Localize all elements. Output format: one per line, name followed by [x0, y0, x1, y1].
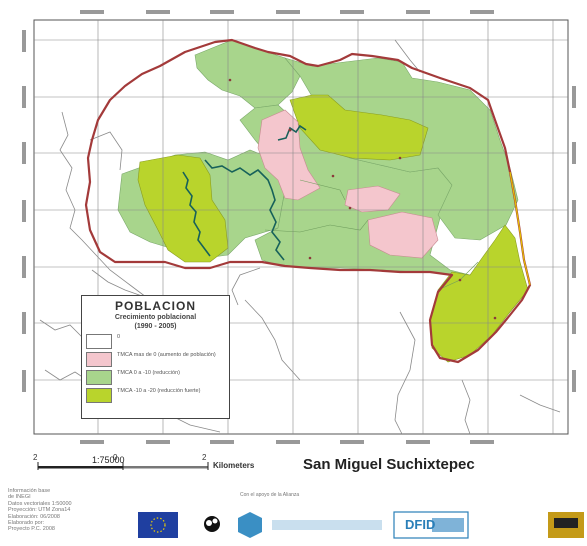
scale-number-left: 2	[33, 453, 38, 462]
bottom-tick-marks	[80, 440, 494, 444]
legend-swatch-reduction	[86, 370, 112, 385]
map-title: San Miguel Suchixtepec	[303, 456, 475, 473]
left-tick-marks	[22, 30, 26, 392]
legend-item: TMCA 0 a -10 (reducción)	[86, 370, 225, 385]
legend-label: TMCA -10 a -20 (reducción fuerte)	[117, 388, 201, 394]
legend-item: TMCA mas de 0 (aumento de población)	[86, 352, 225, 367]
scale-units: Kilometers	[213, 461, 255, 470]
zones	[117, 39, 529, 363]
legend-title: POBLACION	[115, 299, 196, 313]
zone-strong-east	[429, 224, 529, 363]
scale-bar	[37, 462, 209, 470]
institution-logo-icon	[548, 512, 584, 538]
municipal-boundary	[84, 38, 532, 364]
info-line: Proyección: UTM Zona14	[8, 507, 71, 514]
eu-flag-icon	[138, 512, 178, 538]
legend-item: 0	[86, 334, 225, 349]
partner-logo-icon	[238, 512, 382, 538]
scale-number-right: 2	[202, 453, 207, 462]
legend-swatch-strong-reduction	[86, 388, 112, 403]
top-tick-marks	[80, 10, 494, 14]
legend-subtitle: Crecimiento poblacional (1990 - 2005)	[86, 313, 225, 331]
legend-subtitle-line1: Crecimiento poblacional	[114, 314, 197, 321]
wwf-panda-icon	[204, 516, 220, 532]
dfid-logo-text: DFID	[405, 517, 436, 532]
scale-number-center: 0	[113, 453, 118, 462]
legend-subtitle-line2: (1990 - 2005)	[134, 323, 177, 330]
info-line: Elaborado por:	[8, 520, 45, 527]
logos-heading: Con el apoyo de la Alianza	[240, 492, 300, 498]
legend-label: TMCA 0 a -10 (reducción)	[117, 370, 180, 376]
zone-growth-south	[367, 211, 439, 259]
scale-ratio: 1:75000	[92, 455, 125, 465]
info-line: Elaboración: 06/2008	[8, 513, 60, 520]
legend-item: TMCA -10 a -20 (reducción fuerte)	[86, 388, 225, 403]
legend-swatch-stable	[86, 334, 112, 349]
state-border-accent	[509, 171, 531, 286]
info-line: Proyecto P.C. 2008	[8, 526, 55, 533]
map-legend: POBLACION Crecimiento poblacional (1990 …	[81, 295, 230, 419]
dfid-logo-icon	[393, 511, 469, 539]
right-tick-marks	[572, 86, 576, 392]
info-line: Datos vectoriales 1:50000	[8, 500, 72, 507]
settlements	[228, 78, 497, 320]
zone-strong-west	[137, 154, 229, 263]
legend-swatch-growth	[86, 352, 112, 367]
river	[182, 124, 307, 261]
zone-growth-north	[257, 109, 321, 201]
info-line: Información base	[8, 488, 51, 494]
source-info: Información base de INEGI Datos vectoria…	[8, 488, 126, 533]
zone-strong-north	[289, 94, 429, 161]
info-line: de INEGI	[8, 494, 31, 501]
legend-label: TMCA mas de 0 (aumento de población)	[117, 352, 216, 358]
legend-label: 0	[117, 334, 121, 340]
